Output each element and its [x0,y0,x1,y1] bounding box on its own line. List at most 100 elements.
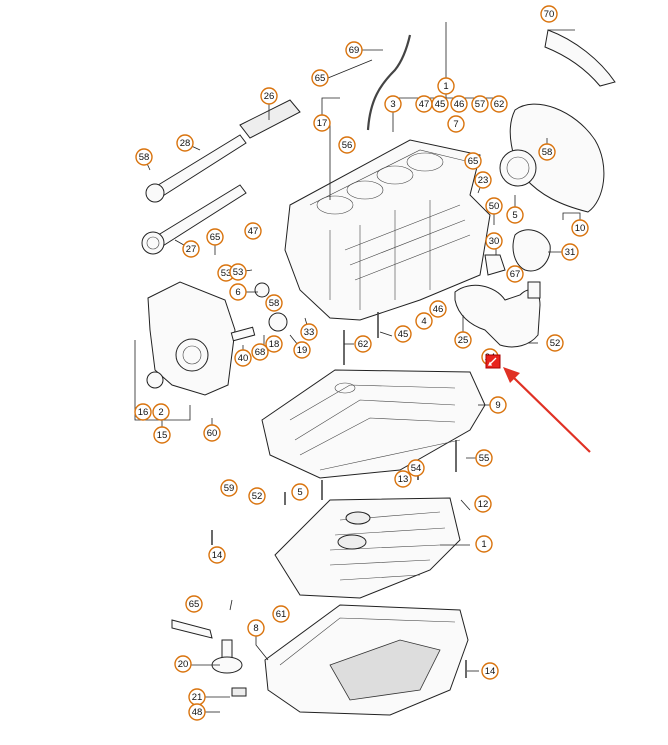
callout-28[interactable]: 28 [176,134,194,152]
callout-number: 65 [468,156,479,167]
callout-10[interactable]: 10 [571,219,589,237]
callout-46[interactable]: 46 [450,95,468,113]
callout-47[interactable]: 47 [415,95,433,113]
callout-circle [134,403,152,421]
callout-3[interactable]: 3 [384,95,402,113]
callout-62[interactable]: 62 [490,95,508,113]
callout-48[interactable]: 48 [188,703,206,721]
callout-circle [176,134,194,152]
callout-54[interactable]: 54 [407,459,425,477]
callout-21[interactable]: 21 [188,688,206,706]
callout-circle [429,300,447,318]
callout-number: 45 [398,329,409,340]
callout-45[interactable]: 45 [394,325,412,343]
callout-circle [561,243,579,261]
callout-17[interactable]: 17 [313,114,331,132]
callout-57[interactable]: 57 [471,95,489,113]
callout-number: 10 [575,223,586,234]
callout-number: 56 [342,140,353,151]
callout-circle [485,197,503,215]
callout-number: 28 [180,138,191,149]
callout-68[interactable]: 68 [251,343,269,361]
callout-14[interactable]: 14 [208,546,226,564]
callout-65[interactable]: 65 [311,69,329,87]
callout-33[interactable]: 33 [300,323,318,341]
callout-number: 1 [481,539,486,550]
callout-circle [354,335,372,353]
callout-59[interactable]: 59 [220,479,238,497]
callout-9[interactable]: 9 [489,396,507,414]
callout-13[interactable]: 13 [394,470,412,488]
callout-number: 23 [478,175,489,186]
callout-circle [540,5,558,23]
callout-circle [437,77,455,95]
callout-45[interactable]: 45 [431,95,449,113]
callout-number: 62 [494,99,505,110]
callout-number: 6 [235,287,240,298]
callout-5[interactable]: 5 [291,483,309,501]
callout-25[interactable]: 25 [454,331,472,349]
seal-ring-6 [254,282,270,298]
callout-7[interactable]: 7 [447,115,465,133]
callout-55[interactable]: 55 [475,449,493,467]
callout-19[interactable]: 19 [293,341,311,359]
callout-circle [220,479,238,497]
callout-18[interactable]: 18 [265,335,283,353]
callout-14[interactable]: 14 [481,662,499,680]
callout-23[interactable]: 23 [474,171,492,189]
callout-5[interactable]: 5 [506,206,524,224]
callout-67[interactable]: 67 [506,265,524,283]
callout-65[interactable]: 65 [464,152,482,170]
callout-58[interactable]: 58 [538,143,556,161]
coolant-housing [454,284,541,348]
callout-31[interactable]: 31 [561,243,579,261]
callout-1[interactable]: 1 [475,535,493,553]
callout-26[interactable]: 26 [260,87,278,105]
callout-65[interactable]: 65 [185,595,203,613]
callout-4[interactable]: 4 [415,312,433,330]
callout-16[interactable]: 16 [134,403,152,421]
callout-30[interactable]: 30 [485,232,503,250]
callout-46[interactable]: 46 [429,300,447,318]
dipstick-tube [366,34,412,131]
callout-27[interactable]: 27 [182,240,200,258]
callout-53[interactable]: 53 [229,263,247,281]
callout-52[interactable]: 52 [248,487,266,505]
callout-number: 5 [297,487,302,498]
callout-circle [506,265,524,283]
callout-circle [206,228,224,246]
callout-40[interactable]: 40 [234,349,252,367]
callout-number: 13 [398,474,409,485]
callout-number: 26 [264,91,275,102]
callout-56[interactable]: 56 [338,136,356,154]
callout-8[interactable]: 8 [247,619,265,637]
callout-58[interactable]: 58 [135,148,153,166]
callout-20[interactable]: 20 [174,655,192,673]
timing-cover [147,281,236,396]
callout-52[interactable]: 52 [546,334,564,352]
callout-circle [447,115,465,133]
callout-12[interactable]: 12 [474,495,492,513]
callout-69[interactable]: 69 [345,41,363,59]
callout-circle [185,595,203,613]
callout-circle [291,483,309,501]
callout-58[interactable]: 58 [265,294,283,312]
callout-15[interactable]: 15 [153,426,171,444]
callout-61[interactable]: 61 [272,605,290,623]
callout-50[interactable]: 50 [485,197,503,215]
callout-70[interactable]: 70 [540,5,558,23]
callout-number: 60 [207,428,218,439]
callout-47[interactable]: 47 [244,222,262,240]
pointer-arrow [503,367,591,453]
callout-62[interactable]: 62 [354,335,372,353]
arrow-shaft [512,376,591,453]
callout-circle [464,152,482,170]
callout-65[interactable]: 65 [206,228,224,246]
highlighted-part-marker[interactable] [485,354,501,369]
callout-60[interactable]: 60 [203,424,221,442]
callout-circle [475,535,493,553]
callout-6[interactable]: 6 [229,283,247,301]
callout-2[interactable]: 2 [152,403,170,421]
callout-number: 30 [489,236,500,247]
callout-1[interactable]: 1 [437,77,455,95]
